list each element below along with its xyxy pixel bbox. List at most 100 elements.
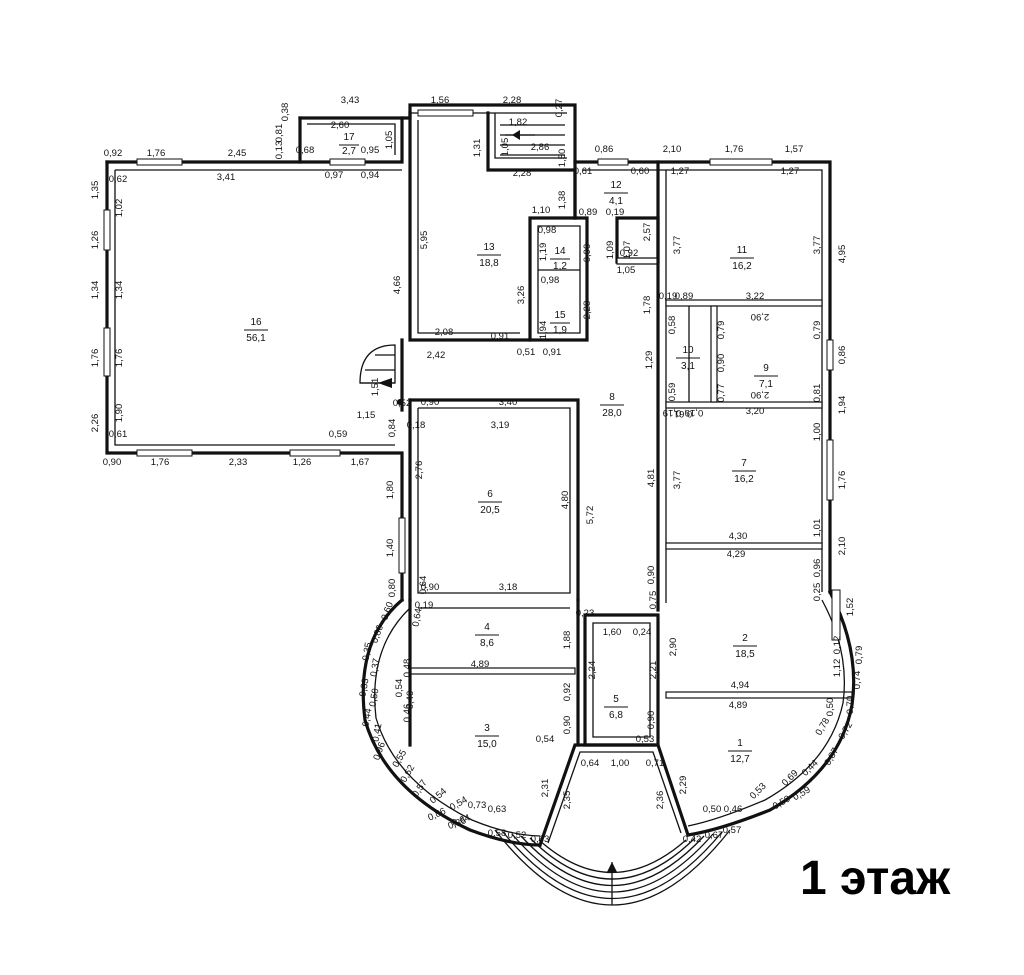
dimension-label: 1,35 <box>90 181 101 200</box>
dimension-label: 1,57 <box>785 144 804 155</box>
dimension-label: 0,90 <box>103 457 122 468</box>
room-1: 112,7 <box>728 738 752 765</box>
dimension-label: 2,26 <box>90 414 101 433</box>
dimension-label: 0,91 <box>543 347 562 358</box>
dimension-label: 0,79 <box>812 321 823 340</box>
dimension-label: 2,10 <box>663 144 682 155</box>
dimension-label: 0,59 <box>329 429 348 440</box>
dimension-label: 0,27 <box>554 99 565 118</box>
dimension-label: 0,13 <box>274 141 285 160</box>
room-14: 141,2 <box>550 246 570 272</box>
dimension-label: 0,64 <box>581 758 600 769</box>
dimension-label: 3,77 <box>672 471 683 490</box>
dimension-label: 0,90 <box>646 566 657 585</box>
dimension-label: 2,90 <box>751 311 770 322</box>
dimension-label: 1,76 <box>90 349 101 368</box>
dimension-label: 0,86 <box>595 144 614 155</box>
svg-text:10: 10 <box>682 345 694 356</box>
dimension-label: 1,40 <box>385 539 396 558</box>
dimension-label: 0,40 <box>405 691 416 710</box>
dimension-label: 0,50 <box>825 698 836 717</box>
dimension-label: 1,78 <box>642 296 653 315</box>
svg-text:8: 8 <box>609 392 615 403</box>
svg-text:2: 2 <box>742 633 748 644</box>
dimension-label: 2,08 <box>435 327 454 338</box>
svg-text:56,1: 56,1 <box>246 333 266 344</box>
room-7: 716,2 <box>732 458 756 485</box>
dimension-label: 0,62 <box>109 174 128 185</box>
room-8: 828,0 <box>600 392 624 419</box>
dimension-label: 0,94 <box>361 170 380 181</box>
dimension-label: 0,46 <box>402 704 413 723</box>
dimension-label: 2,90 <box>751 389 770 400</box>
dimension-label: 0,92 <box>562 683 573 702</box>
dimension-label: 0,24 <box>633 627 652 638</box>
dimension-label: 0,92 <box>620 248 639 259</box>
dimension-label: 1,76 <box>837 471 848 490</box>
dimension-label: 3,77 <box>812 236 823 255</box>
dimension-label: 2,21 <box>648 661 659 680</box>
dimension-label: 1,76 <box>725 144 744 155</box>
dimension-label: 3,41 <box>217 172 236 183</box>
dimension-label: 1,82 <box>509 117 528 128</box>
svg-text:7: 7 <box>741 458 747 469</box>
room-6: 620,5 <box>478 489 502 516</box>
dimension-label: 4,30 <box>729 531 748 542</box>
dimension-label: 0,89 <box>579 207 598 218</box>
dimension-label: 0,57 <box>410 778 430 799</box>
dimension-label: 0,50 <box>368 688 382 708</box>
svg-text:1,9: 1,9 <box>553 325 567 336</box>
dimension-label: 2,31 <box>540 779 551 798</box>
dimension-label: 0,54 <box>394 679 405 698</box>
dimension-label: 0,61 <box>574 166 593 177</box>
dimension-label: 0,58 <box>488 828 507 839</box>
dimension-label: 2,36 <box>655 791 666 810</box>
dimension-label: 1,12 <box>832 659 843 678</box>
dimension-label: 3,43 <box>341 95 360 106</box>
dimension-label: 1,07 <box>622 241 633 260</box>
dimension-label: 4,81 <box>646 469 657 488</box>
dimension-label: 1,31 <box>472 139 483 158</box>
dimension-label: 1,34 <box>90 281 101 300</box>
dimension-label: 4,29 <box>727 549 746 560</box>
dimension-label: 0,19 <box>415 600 434 611</box>
dimension-label: 0,37 <box>369 658 383 678</box>
dimension-label: 3,40 <box>499 397 518 408</box>
dimension-label: 1,94 <box>837 396 848 415</box>
dimension-label: 0,63 <box>488 804 507 815</box>
dimension-label: 0,90 <box>562 716 573 735</box>
dimension-label: 0,41 <box>371 723 385 743</box>
svg-text:28,0: 28,0 <box>602 408 622 419</box>
svg-text:12: 12 <box>610 180 622 191</box>
dimension-label: 0,42 <box>683 834 702 845</box>
dimension-label: 0,57 <box>723 825 742 836</box>
dimension-label: 1,26 <box>293 457 312 468</box>
dimension-label: 2,24 <box>587 661 598 680</box>
dimension-label: 0,86 <box>837 346 848 365</box>
dimension-label: 3,77 <box>672 236 683 255</box>
dimension-label: 2,86 <box>531 142 550 153</box>
dimension-label: 0,12 <box>832 636 843 655</box>
dimension-label: 3,19 <box>491 420 510 431</box>
dimension-label: 0,90 <box>646 711 657 730</box>
dimension-label: 0,44 <box>800 758 821 779</box>
dimension-label: 1,00 <box>812 423 823 442</box>
dimension-label: 0,90 <box>716 354 727 373</box>
dimension-label: 0,98 <box>538 225 557 236</box>
dimension-label: 1,38 <box>557 191 568 210</box>
dimension-label: 0,70 <box>845 696 856 715</box>
dimension-label: 0,72 <box>836 720 855 742</box>
svg-text:17: 17 <box>343 132 355 143</box>
floor-label: 1 этаж <box>800 852 951 905</box>
dimension-label: 0,50 <box>703 804 722 815</box>
svg-text:16: 16 <box>250 317 262 328</box>
room-16: 16 56,1 <box>244 317 268 344</box>
exterior-walls <box>105 103 832 602</box>
dimension-label: 0,53 <box>636 734 655 745</box>
dimension-label: 1,34 <box>114 281 125 300</box>
interior-walls <box>359 160 853 747</box>
dimension-label: 0,61 <box>109 429 128 440</box>
dimension-label: 0,73 <box>468 800 487 811</box>
